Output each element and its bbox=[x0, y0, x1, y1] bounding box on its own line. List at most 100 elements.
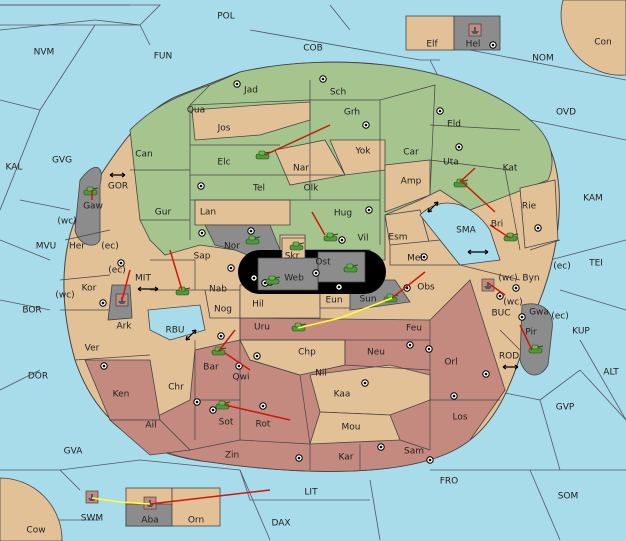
label-chr: Chr bbox=[168, 383, 184, 393]
fleet-unit-icon[interactable] bbox=[85, 490, 99, 504]
label-gva: GVA bbox=[64, 447, 84, 457]
label-fun: FUN bbox=[154, 52, 173, 62]
label-chp: Chp bbox=[298, 348, 316, 358]
army-unit-icon[interactable] bbox=[211, 346, 227, 356]
label-web: Web bbox=[284, 274, 304, 284]
supply-center-dot bbox=[367, 208, 371, 212]
supply-center-dot bbox=[261, 404, 265, 408]
label-mou: Mou bbox=[342, 423, 361, 433]
army-unit-icon[interactable] bbox=[245, 235, 261, 245]
passage-arrows bbox=[109, 172, 519, 370]
label-buc: BUC bbox=[491, 309, 510, 319]
supply-center-dot bbox=[314, 271, 318, 275]
label-esm: Esm bbox=[388, 233, 407, 243]
label-ver: Ver bbox=[85, 344, 100, 354]
supply-center-dot bbox=[514, 286, 518, 290]
supply-center-dot bbox=[101, 301, 105, 305]
army-unit-icon[interactable] bbox=[289, 241, 305, 251]
arrow-sot bbox=[224, 404, 291, 421]
supply-center-dot bbox=[484, 372, 488, 376]
label-olk: Olk bbox=[304, 184, 320, 194]
supply-centers bbox=[99, 41, 542, 464]
sea-rbu bbox=[147, 304, 206, 341]
label-hug: Hug bbox=[334, 209, 352, 219]
supply-center-dot bbox=[119, 261, 123, 265]
label-bri: Bri bbox=[491, 220, 503, 230]
supply-center-dot bbox=[297, 456, 301, 460]
label-rbu: RBU bbox=[165, 326, 184, 336]
supply-center-dot bbox=[520, 315, 524, 319]
supply-center-dot bbox=[321, 77, 325, 81]
land-rie bbox=[519, 179, 559, 249]
label-hel: Hel bbox=[466, 40, 481, 50]
label-wc3: (wc) bbox=[55, 291, 74, 301]
label-orl: Orl bbox=[444, 358, 457, 368]
label-neu: Neu bbox=[367, 348, 385, 358]
label-ail: Ail bbox=[145, 421, 156, 431]
army-unit-icon[interactable] bbox=[265, 275, 281, 285]
supply-center-dot bbox=[363, 381, 367, 385]
land-con bbox=[560, 0, 626, 76]
label-sam: Sam bbox=[404, 447, 424, 457]
label-kup: KUP bbox=[572, 327, 590, 337]
supply-center-dot bbox=[199, 184, 203, 188]
label-ark: Ark bbox=[116, 322, 132, 332]
supply-center-dot bbox=[200, 231, 204, 235]
label-elc: Elc bbox=[217, 158, 230, 168]
label-gvp: GVP bbox=[556, 403, 575, 413]
label-ovd: OVD bbox=[556, 108, 576, 118]
supply-center-dot bbox=[263, 281, 267, 285]
army-unit-icon[interactable] bbox=[323, 232, 339, 242]
label-hil: Hil bbox=[252, 300, 264, 310]
label-car: Car bbox=[403, 148, 419, 158]
passage-sma bbox=[427, 201, 439, 213]
army-unit-icon[interactable] bbox=[503, 232, 519, 242]
arrow-bri bbox=[489, 224, 511, 239]
convoy-uru-sun bbox=[297, 297, 393, 329]
army-unit-icon[interactable] bbox=[255, 150, 271, 160]
label-rod: ROD bbox=[499, 352, 519, 362]
supply-center-dot bbox=[237, 364, 241, 368]
supply-center-dot bbox=[422, 255, 426, 259]
order-arrows bbox=[91, 124, 533, 505]
label-jos: Jos bbox=[217, 124, 231, 134]
label-aba: Aba bbox=[141, 516, 158, 526]
arrow-aba bbox=[149, 489, 271, 505]
label-jad: Jad bbox=[243, 86, 258, 96]
label-byn: Byn bbox=[522, 274, 539, 284]
land-elf bbox=[405, 15, 455, 51]
label-sot: Sot bbox=[219, 418, 234, 428]
label-nor: Nor bbox=[224, 242, 240, 252]
supply-center-dot bbox=[438, 109, 442, 113]
label-tel: Tel bbox=[252, 184, 265, 194]
supply-center-dot bbox=[337, 285, 341, 289]
supply-center-dot bbox=[340, 238, 344, 242]
label-zin: Zin bbox=[225, 451, 239, 461]
label-mit: MIT bbox=[135, 274, 151, 284]
land-pir bbox=[519, 303, 553, 376]
label-alt: ALT bbox=[603, 368, 619, 378]
label-vil: Vil bbox=[358, 234, 369, 244]
label-ken: Ken bbox=[113, 390, 130, 400]
label-nar: Nar bbox=[293, 164, 309, 174]
label-ost: Ost bbox=[315, 258, 331, 268]
label-kar: Kar bbox=[339, 453, 354, 463]
army-unit-icon[interactable] bbox=[343, 263, 359, 273]
units bbox=[83, 23, 544, 510]
fleet-unit-icon[interactable] bbox=[143, 496, 157, 510]
supply-center-dot bbox=[255, 354, 259, 358]
fleet-unit-icon[interactable] bbox=[481, 278, 495, 292]
label-nog: Nog bbox=[214, 305, 232, 315]
label-gur: Gur bbox=[155, 208, 172, 218]
label-grh: Grh bbox=[344, 108, 360, 118]
arrow-buc bbox=[487, 282, 506, 296]
sea-sma bbox=[419, 202, 501, 266]
supply-center-dot bbox=[457, 145, 461, 149]
label-obs: Obs bbox=[417, 283, 435, 293]
label-ec3: (ec) bbox=[553, 262, 571, 272]
label-tei: TEI bbox=[588, 259, 603, 269]
fleet-unit-icon[interactable] bbox=[468, 23, 482, 37]
label-uru: Uru bbox=[254, 323, 270, 333]
arrow-bar bbox=[217, 329, 236, 353]
